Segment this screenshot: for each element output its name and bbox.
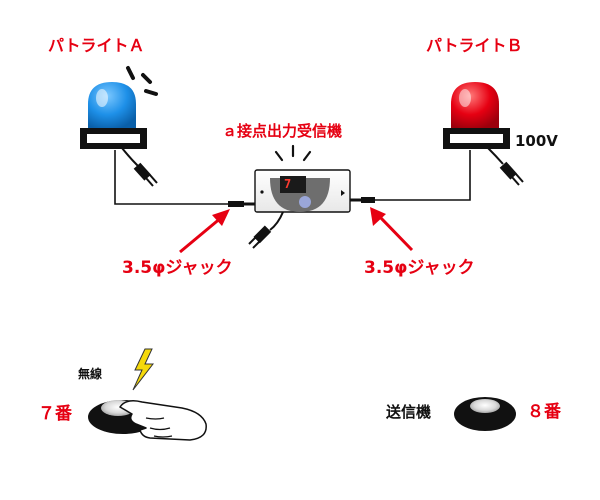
channel-8-label: ８番 bbox=[527, 402, 561, 422]
lamp-b-label: パトライトＢ bbox=[426, 36, 523, 55]
hand-icon bbox=[119, 400, 207, 441]
wires bbox=[114, 150, 471, 205]
lamp-a-label: パトライトＡ bbox=[48, 36, 145, 55]
signal-rays-icon bbox=[274, 144, 312, 162]
receiver-pair-button[interactable] bbox=[299, 196, 311, 208]
lamp-b-dome bbox=[451, 82, 499, 128]
channel-7-label: ７番 bbox=[38, 404, 72, 424]
receiver-display-value: 7 bbox=[284, 177, 292, 191]
plug-icon bbox=[248, 211, 284, 249]
arrow-icon bbox=[179, 209, 230, 254]
receiver-label: ａ接点出力受信機 bbox=[222, 122, 343, 140]
arrow-icon bbox=[370, 207, 414, 252]
wireless-label: 無線 bbox=[78, 367, 103, 381]
wire-lamp-b bbox=[375, 150, 471, 201]
jack-arrows bbox=[179, 207, 414, 254]
light-rays-icon bbox=[126, 66, 158, 96]
jack-connector-left bbox=[228, 201, 255, 207]
transmitter-8[interactable] bbox=[454, 397, 516, 431]
transmitter-7[interactable] bbox=[88, 400, 207, 441]
receiver-display bbox=[280, 176, 306, 193]
transmitter-label: 送信機 bbox=[386, 403, 432, 421]
voltage-label: 100V bbox=[515, 132, 558, 150]
lamp-b bbox=[443, 82, 524, 186]
jack-connector-right bbox=[350, 197, 375, 203]
plug-icon bbox=[487, 147, 524, 186]
jack-left-label: 3.5φジャック bbox=[122, 258, 233, 278]
lamp-a-dome bbox=[88, 82, 136, 128]
plug-icon bbox=[121, 147, 158, 187]
lamp-a bbox=[80, 66, 158, 187]
transmitter-8-body[interactable] bbox=[454, 397, 516, 431]
receiver bbox=[228, 144, 375, 249]
lightning-icon bbox=[132, 348, 155, 391]
wire-lamp-a bbox=[114, 150, 228, 205]
jack-right-label: 3.5φジャック bbox=[364, 258, 475, 278]
